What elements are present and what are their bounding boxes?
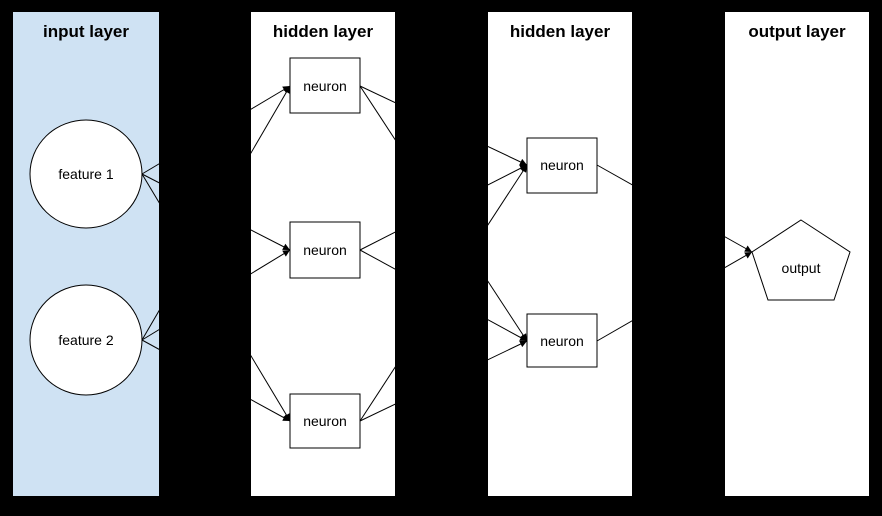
input-layer-panel [13,12,159,496]
edge-feature1-h1n1 [141,85,291,175]
hidden-layer-2-panel [488,12,632,496]
edge-h1n1-h2n2 [359,85,528,342]
node-output-pentagon [751,219,851,301]
node-hidden1-neuron-1-label: neuron [303,78,347,94]
edge-feature1-h1n2 [141,173,291,251]
node-hidden1-neuron-2 [289,221,361,279]
node-hidden1-neuron-3 [289,393,361,449]
node-hidden1-neuron-1 [289,57,361,114]
node-hidden1-neuron-3-label: neuron [303,413,347,429]
edge-feature1-h1n3 [141,173,291,422]
node-hidden2-neuron-1-label: neuron [540,157,584,173]
hidden-layer-2-title: hidden layer [510,22,611,41]
edge-feature2-h1n2 [141,249,291,341]
node-feature-1 [29,119,143,229]
node-feature-2 [29,284,143,396]
node-hidden2-neuron-2-label: neuron [540,333,584,349]
edge-h2n2-output [596,251,753,342]
node-feature-2-label: feature 2 [58,332,113,348]
hidden-layer-1-title: hidden layer [273,22,374,41]
edge-h1n1-h2n1 [359,85,528,166]
edge-h2n1-output [596,164,753,253]
edge-feature2-h1n1 [141,85,291,341]
node-output-label: output [782,260,821,276]
input-layer-title: input layer [43,22,129,41]
node-feature-1-label: feature 1 [58,166,113,182]
edges-group [141,85,753,422]
edge-h1n3-h2n2 [359,340,528,422]
node-hidden2-neuron-1 [526,137,598,194]
output-layer-title: output layer [748,22,846,41]
edge-feature2-h1n3 [141,339,291,422]
node-hidden2-neuron-2 [526,313,598,368]
edge-h1n3-h2n1 [359,164,528,422]
node-hidden1-neuron-2-label: neuron [303,242,347,258]
edge-h1n2-h2n2 [359,249,528,342]
edge-h1n2-h2n1 [359,164,528,251]
